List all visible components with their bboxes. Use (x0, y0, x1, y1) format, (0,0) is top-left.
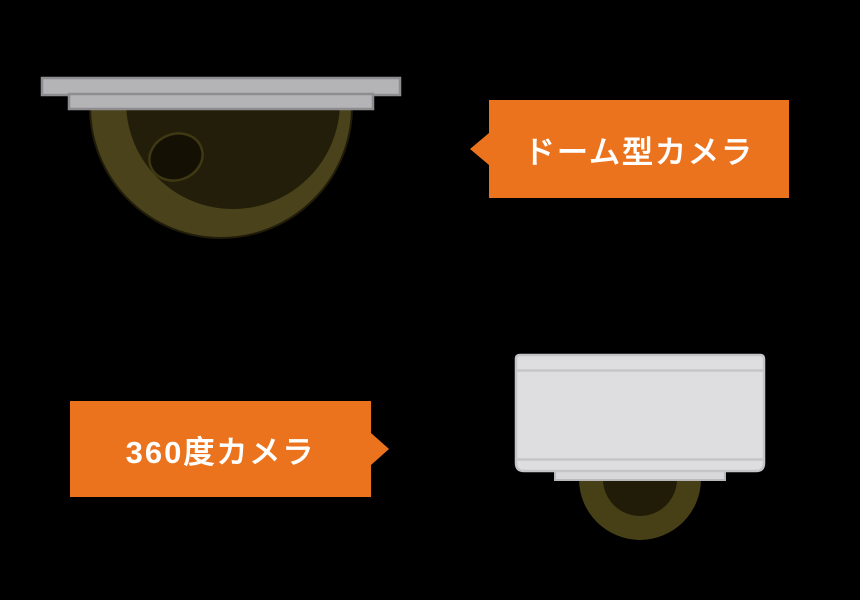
camera-360-label-text: 360度カメラ (125, 434, 316, 470)
dome-camera-label-text: ドーム型カメラ (523, 134, 755, 170)
camera-360-body (514, 353, 766, 473)
dome-camera-label: ドーム型カメラ (470, 100, 789, 198)
camera-360-label-arrow-right-icon (371, 433, 389, 465)
camera-360-label: 360度カメラ (70, 401, 389, 497)
camera-360-illustration (514, 353, 766, 540)
dome-camera-label-arrow-left-icon (470, 133, 489, 165)
dome-camera-illustration (40, 76, 402, 239)
ceiling-plate-inner (67, 92, 375, 111)
ceiling-plate-outer (40, 76, 402, 97)
camera-360-dome-inner (603, 479, 677, 516)
camera-lens-icon (148, 132, 204, 182)
